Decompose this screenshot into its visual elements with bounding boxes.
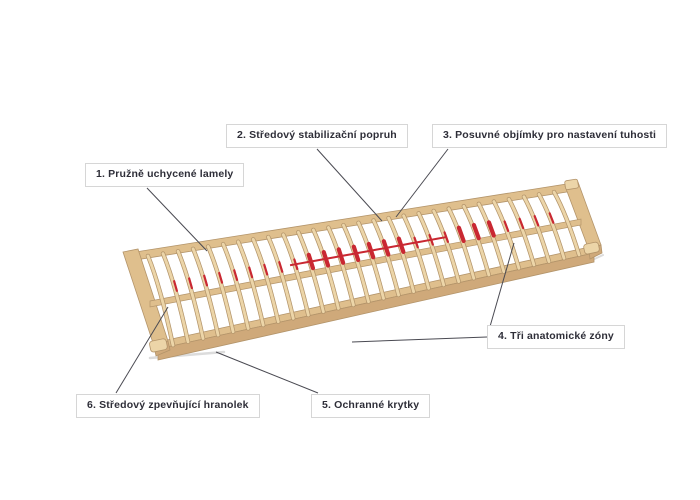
strap-mark	[248, 266, 254, 279]
tension-clip	[486, 220, 496, 238]
strap-mark	[173, 280, 178, 292]
leader-line-1	[146, 187, 208, 252]
strap-mark	[188, 277, 194, 290]
leader-line-4a	[488, 242, 515, 331]
frame-rails	[122, 181, 603, 361]
strap-mark	[518, 217, 525, 230]
leader-lines	[115, 148, 515, 394]
tension-clip	[456, 225, 466, 244]
strap-mark	[233, 269, 239, 281]
strap-mark	[293, 258, 299, 271]
strap-mark	[203, 274, 209, 287]
center-strap	[289, 236, 446, 267]
strap-mark	[278, 261, 284, 273]
protective-caps	[149, 178, 600, 353]
corner-cap	[149, 338, 168, 353]
leader-line-5	[215, 351, 319, 394]
tension-strap	[173, 212, 555, 292]
leader-line-4b	[351, 336, 488, 343]
annotation-label-1: 1. Pružně uchycené lamely	[85, 163, 245, 187]
annotation-label-6: 6. Středový zpevňující hranolek	[76, 394, 260, 418]
strap-mark	[443, 231, 449, 243]
leader-line-3	[395, 148, 449, 218]
strap-mark	[263, 263, 269, 276]
corner-cap	[583, 241, 600, 255]
strap-mark	[413, 236, 419, 249]
leader-line-2	[316, 148, 383, 222]
tension-clip	[351, 244, 361, 263]
strap-mark	[503, 220, 510, 232]
strap-mark	[218, 271, 224, 284]
annotation-label-5: 5. Ochranné krytky	[311, 394, 431, 418]
annotation-label-4: 4. Tři anatomické zóny	[487, 325, 625, 349]
center-reinforcing-bar	[149, 218, 582, 308]
tension-clip	[396, 236, 406, 254]
tension-clip	[306, 252, 316, 271]
annotation-label-3: 3. Posuvné objímky pro nastavení tuhosti	[432, 124, 668, 148]
leader-line-6	[115, 306, 169, 394]
strap-mark	[533, 215, 540, 227]
tension-clip	[366, 241, 376, 260]
tension-clip	[471, 222, 481, 241]
tension-clip	[381, 239, 391, 257]
tension-clip	[321, 250, 331, 268]
strap-mark	[548, 212, 555, 224]
corner-cap	[564, 178, 579, 190]
annotation-label-2: 2. Středový stabilizační popruh	[226, 124, 408, 148]
tension-clip	[336, 247, 346, 265]
strap-mark	[428, 233, 434, 246]
